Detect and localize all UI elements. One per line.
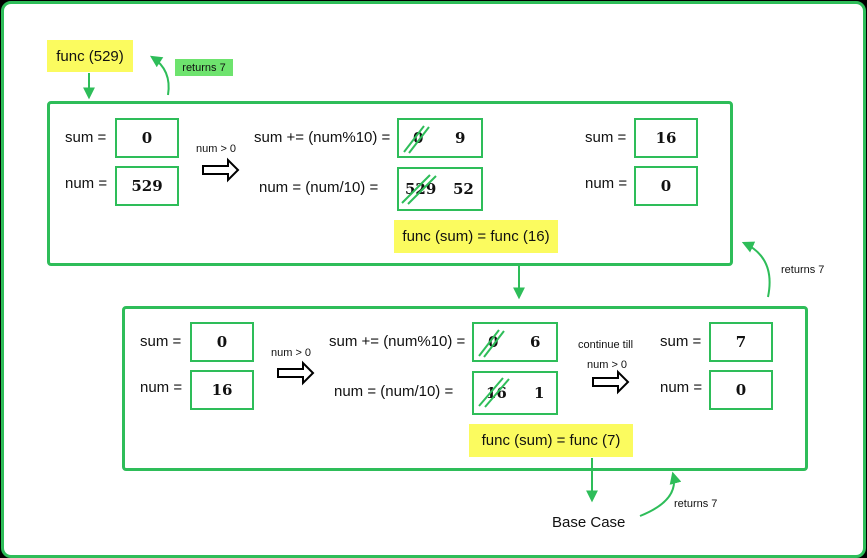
base-case-label: Base Case [552, 514, 626, 531]
p2-num-final-box: 0 [709, 370, 773, 410]
p2-call-label: func (sum) = func (7) [469, 424, 633, 457]
p1-sum-init-box: 0 [115, 118, 179, 158]
p1-num-label: num = [65, 175, 108, 192]
p2-sum-new-value: 6 [530, 333, 541, 351]
p1-num-expr: num = (num/10) = [259, 179, 379, 196]
return-arrow-top [149, 55, 170, 96]
p1-sum-strike [403, 125, 430, 154]
base-returns-label: returns 7 [674, 498, 718, 510]
p2-sum-init-box: 0 [190, 322, 254, 362]
p1-num-final-label: num = [585, 175, 628, 192]
p2-num-label: num = [140, 379, 183, 396]
p2-continue-text-1: continue till [578, 339, 634, 351]
p1-sum-final-label: sum = [585, 129, 627, 146]
p2-num-final-label: num = [660, 379, 703, 396]
p2-continue-text-2: num > 0 [587, 359, 628, 371]
process-arrow-1 [202, 157, 240, 183]
p1-call-label: func (sum) = func (16) [394, 220, 558, 253]
p2-num-expr: num = (num/10) = [334, 383, 454, 400]
process-arrow-3 [592, 369, 630, 395]
p1-sum-final-box: 16 [634, 118, 698, 158]
top-call-label: func (529) [47, 40, 133, 72]
top-returns-label: returns 7 [175, 59, 233, 76]
p1-sum-expr: sum += (num%10) = [254, 129, 391, 146]
process-arrow-2 [277, 360, 315, 386]
p1-num-init-box: 529 [115, 166, 179, 206]
p1-num-strike [401, 174, 437, 205]
p1-returns-label: returns 7 [781, 264, 825, 276]
p2-num-init-box: 16 [190, 370, 254, 410]
p1-sum-old-value: 0 [413, 129, 424, 147]
p1-sum-label: sum = [65, 129, 107, 146]
p2-sum-strike [478, 329, 505, 358]
p2-num-update-box: 16 1 [472, 371, 558, 415]
p2-num-strike [478, 377, 510, 408]
p1-sum-new-value: 9 [455, 129, 466, 147]
p1-num-new-value: 52 [453, 180, 474, 198]
p2-sum-old-value: 0 [488, 333, 499, 351]
p1-num-final-box: 0 [634, 166, 698, 206]
p2-num-new-value: 1 [534, 384, 545, 402]
p1-condition-label: num > 0 [196, 143, 237, 155]
p2-sum-label: sum = [140, 333, 182, 350]
p2-sum-final-box: 7 [709, 322, 773, 362]
p2-sum-final-label: sum = [660, 333, 702, 350]
p2-condition-label: num > 0 [271, 347, 312, 359]
p2-sum-expr: sum += (num%10) = [329, 333, 466, 350]
return-arrow-middle [741, 241, 771, 298]
return-arrow-bottom [639, 471, 682, 517]
